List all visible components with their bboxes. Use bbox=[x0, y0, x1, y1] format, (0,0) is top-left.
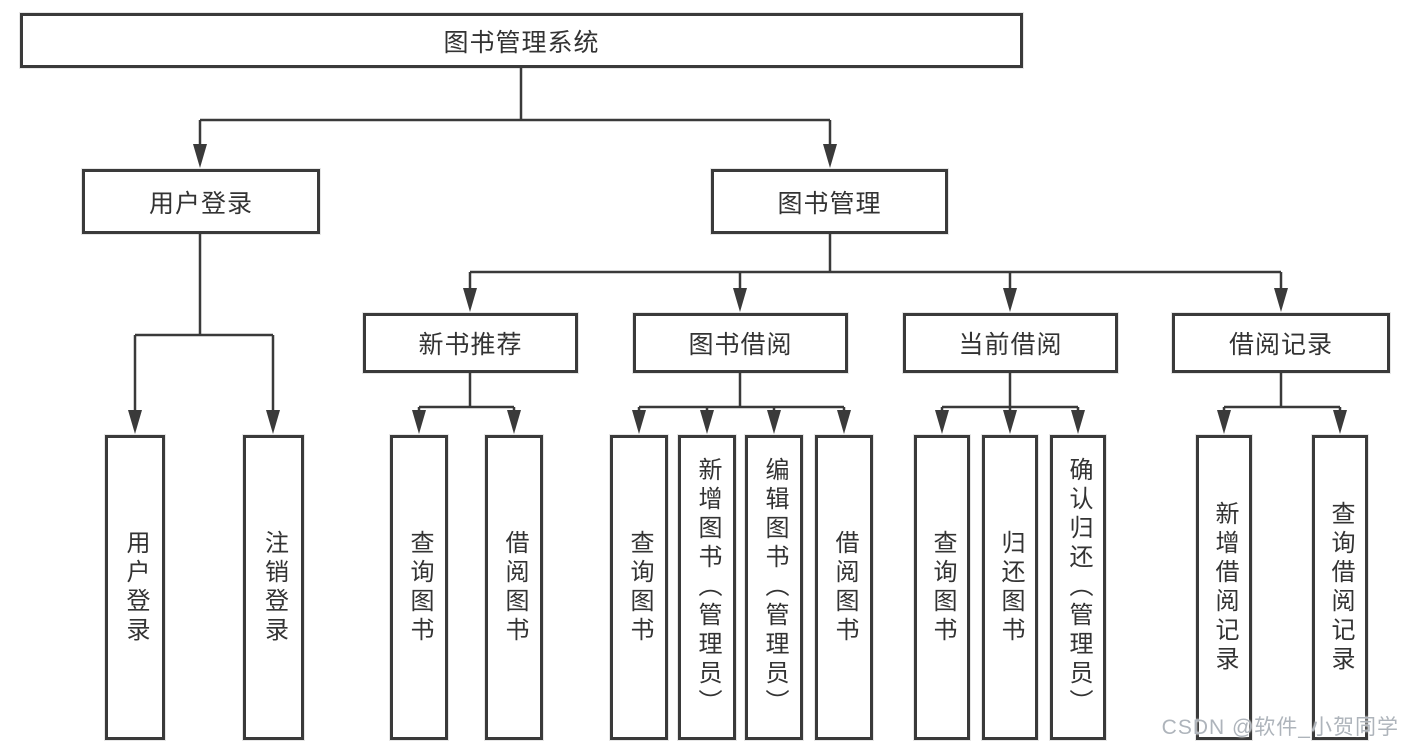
leaf-borrow-books-borrowing-label: 借阅图书 bbox=[831, 529, 858, 646]
leaf-return-books: 归还图书 bbox=[982, 435, 1038, 740]
node-book-borrowing: 图书借阅 bbox=[633, 313, 848, 373]
node-borrowing-records: 借阅记录 bbox=[1172, 313, 1390, 373]
leaf-query-books-recommend-label: 查询图书 bbox=[406, 529, 433, 646]
node-user-login: 用户登录 bbox=[82, 169, 320, 234]
leaf-query-books-current-label: 查询图书 bbox=[929, 529, 956, 646]
leaf-add-borrow-record-label: 新增借阅记录 bbox=[1211, 500, 1238, 675]
leaf-query-books-recommend: 查询图书 bbox=[390, 435, 448, 740]
leaf-logout-label: 注销登录 bbox=[260, 529, 288, 646]
arrowheads bbox=[128, 144, 1347, 434]
leaf-borrow-books-recommend: 借阅图书 bbox=[485, 435, 543, 740]
leaf-confirm-return-admin-label: 确认归还（管理员） bbox=[1065, 457, 1092, 718]
leaf-return-books-label: 归还图书 bbox=[997, 529, 1024, 646]
leaf-query-books-borrowing: 查询图书 bbox=[610, 435, 668, 740]
leaf-add-book-admin: 新增图书（管理员） bbox=[678, 435, 736, 740]
leaf-add-book-admin-label: 新增图书（管理员） bbox=[694, 457, 721, 718]
node-current-borrowing: 当前借阅 bbox=[903, 313, 1118, 373]
leaf-query-books-borrowing-label: 查询图书 bbox=[626, 529, 653, 646]
leaf-confirm-return-admin: 确认归还（管理员） bbox=[1050, 435, 1106, 740]
leaf-user-login-label: 用户登录 bbox=[122, 529, 149, 646]
csdn-watermark: CSDN @软件_小贺同学 bbox=[1161, 716, 1399, 739]
leaf-user-login: 用户登录 bbox=[105, 435, 165, 740]
leaf-borrow-books-borrowing: 借阅图书 bbox=[815, 435, 873, 740]
node-new-book-recommendation: 新书推荐 bbox=[363, 313, 578, 373]
node-book-management: 图书管理 bbox=[711, 169, 948, 234]
leaf-query-books-current: 查询图书 bbox=[914, 435, 970, 740]
node-root: 图书管理系统 bbox=[20, 13, 1023, 68]
leaf-edit-book-admin: 编辑图书（管理员） bbox=[745, 435, 803, 740]
leaf-query-borrow-record-label: 查询借阅记录 bbox=[1327, 500, 1354, 675]
leaf-add-borrow-record: 新增借阅记录 bbox=[1196, 435, 1252, 740]
leaf-logout: 注销登录 bbox=[243, 435, 304, 740]
leaf-borrow-books-recommend-label: 借阅图书 bbox=[501, 529, 528, 646]
leaf-query-borrow-record: 查询借阅记录 bbox=[1312, 435, 1368, 740]
leaf-edit-book-admin-label: 编辑图书（管理员） bbox=[761, 457, 788, 718]
